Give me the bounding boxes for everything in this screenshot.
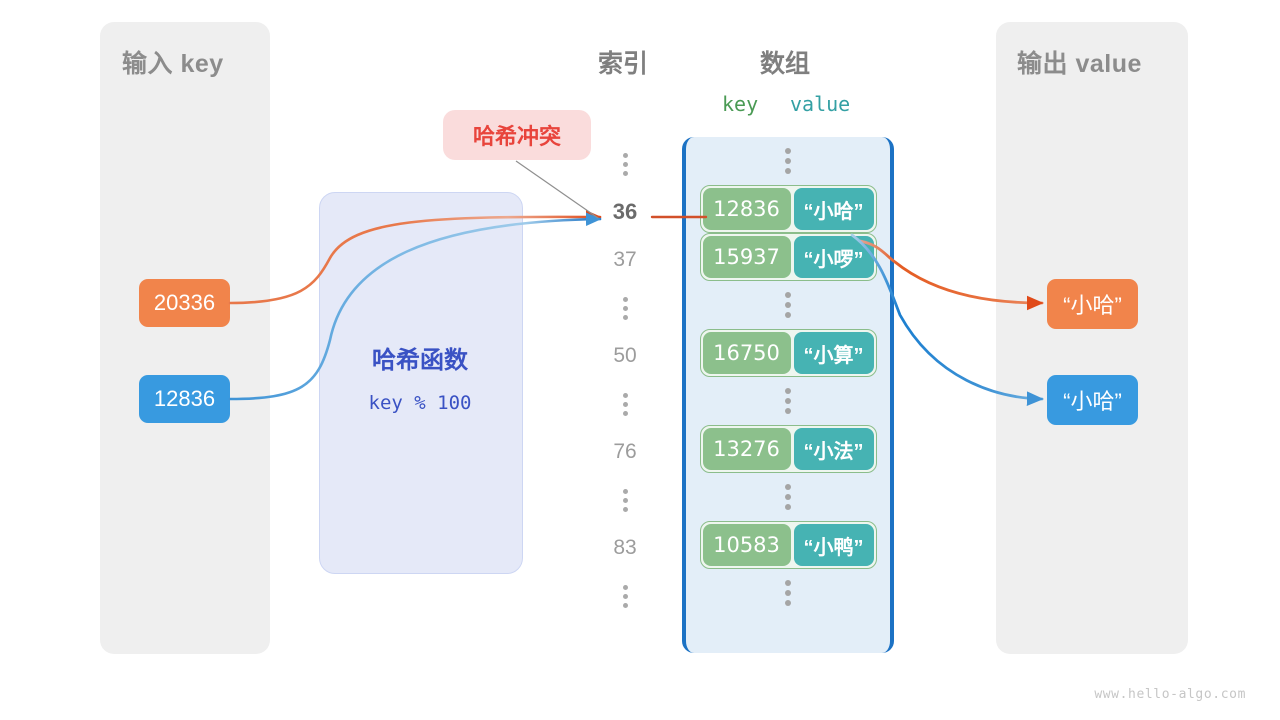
index-label-83: 83 (613, 536, 637, 559)
hash-function-title: 哈希函数 (372, 347, 468, 374)
value-sub-header: value (790, 92, 851, 116)
bucket-key: 16750 (702, 332, 791, 374)
bucket-key: 10583 (702, 524, 791, 566)
bucket-key: 15937 (702, 236, 791, 278)
bucket-value: “小算” (793, 332, 874, 374)
bucket-key: 13276 (702, 428, 791, 470)
index-column: 36 37 50 76 83 (588, 140, 662, 620)
array-bucket: 12836“小哈” (699, 185, 877, 233)
index-label-37: 37 (613, 248, 637, 271)
watermark: www.hello-algo.com (1094, 687, 1246, 702)
array-ellipsis (785, 281, 791, 329)
array-ellipsis (785, 473, 791, 521)
key-sub-header: key (722, 92, 759, 116)
array-ellipsis (785, 377, 791, 425)
array-bucket: 16750“小算” (699, 329, 877, 377)
input-panel-title: 输入 key (122, 50, 224, 78)
bucket-key: 12836 (702, 188, 791, 230)
index-ellipsis (588, 380, 662, 428)
array-bucket: 10583“小鸭” (699, 521, 877, 569)
bucket-value: “小鸭” (793, 524, 874, 566)
array-rows: 12836“小哈”15937“小啰” 16750“小算” 13276“小法” 1058… (682, 137, 894, 617)
array-bucket: 13276“小法” (699, 425, 877, 473)
output-value-1: “小哈” (1047, 375, 1138, 425)
index-ellipsis (588, 284, 662, 332)
hash-function-formula: key % 100 (368, 392, 472, 414)
input-key-panel (100, 22, 270, 654)
output-value-panel (996, 22, 1188, 654)
hash-collision-badge: 哈希冲突 (443, 110, 591, 160)
index-label-76: 76 (613, 440, 637, 463)
output-value-0: “小哈” (1047, 279, 1138, 329)
index-ellipsis (588, 140, 662, 188)
wire-collision-leader (515, 160, 599, 219)
bucket-value: “小哈” (793, 188, 874, 230)
index-column-title: 索引 (598, 50, 649, 78)
index-ellipsis (588, 476, 662, 524)
input-key-1: 12836 (139, 375, 230, 423)
array-column-title: 数组 (760, 50, 811, 78)
index-ellipsis (588, 572, 662, 620)
bucket-value: “小法” (793, 428, 874, 470)
bucket-value: “小啰” (793, 236, 874, 278)
array-ellipsis (785, 137, 791, 185)
array-bucket: 15937“小啰” (699, 233, 877, 281)
input-key-0: 20336 (139, 279, 230, 327)
index-label-50: 50 (613, 344, 637, 367)
array-ellipsis (785, 569, 791, 617)
output-panel-title: 输出 value (1017, 50, 1142, 78)
hash-function-box (319, 192, 523, 574)
index-label-36: 36 (612, 199, 638, 224)
